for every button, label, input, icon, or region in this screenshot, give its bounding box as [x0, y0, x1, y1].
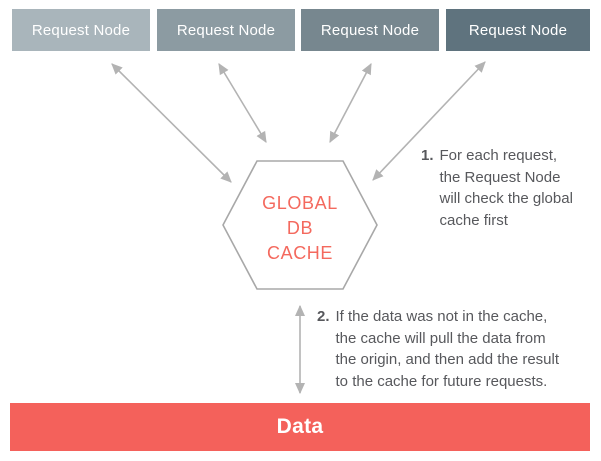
request-node-label: Request Node	[176, 21, 276, 39]
annotation-step-2: 2. If the data was not in the cache, the…	[317, 306, 559, 392]
data-bar-label: Data	[276, 415, 324, 438]
data-origin-bar: Data	[10, 403, 590, 451]
annotation-line: the cache will pull the data from	[335, 329, 546, 347]
request-node-3: Request Node	[301, 9, 439, 51]
cache-label-line: CACHE	[266, 243, 333, 263]
request-node-4: Request Node	[446, 9, 590, 51]
annotation-line: cache first	[439, 211, 508, 229]
request-node-1: Request Node	[12, 9, 150, 51]
request-node-2: Request Node	[157, 9, 295, 51]
cache-label-line: GLOBAL	[262, 193, 338, 213]
annotation-line: to the cache for future requests.	[335, 372, 548, 390]
arrow-node3-cache	[329, 63, 372, 143]
request-node-label: Request Node	[468, 21, 568, 39]
annotation-line: For each request,	[439, 147, 558, 164]
annotation-step-1: 1. For each request, the Request Node wi…	[421, 145, 573, 231]
request-node-label: Request Node	[320, 21, 420, 39]
annotation-line: the Request Node	[439, 168, 561, 186]
annotation-line: will check the global	[439, 190, 573, 207]
annotation-number: 2.	[317, 308, 330, 325]
arrow-node4-cache	[372, 61, 486, 181]
annotation-text: If the data was not in the cache, the ca…	[336, 306, 560, 392]
arrow-node1-cache	[111, 63, 232, 183]
annotation-line: If the data was not in the cache,	[335, 308, 548, 325]
request-node-label: Request Node	[31, 21, 131, 39]
arrow-node2-cache	[218, 63, 267, 143]
cache-label-line: DB	[286, 218, 314, 238]
annotation-line: the origin, and then add the result	[335, 351, 560, 368]
annotation-text: For each request, the Request Node will …	[440, 145, 573, 231]
annotation-number: 1.	[421, 147, 434, 164]
cache-hexagon	[222, 160, 378, 290]
cache-hexagon-label: GLOBAL DB CACHE	[230, 191, 370, 266]
